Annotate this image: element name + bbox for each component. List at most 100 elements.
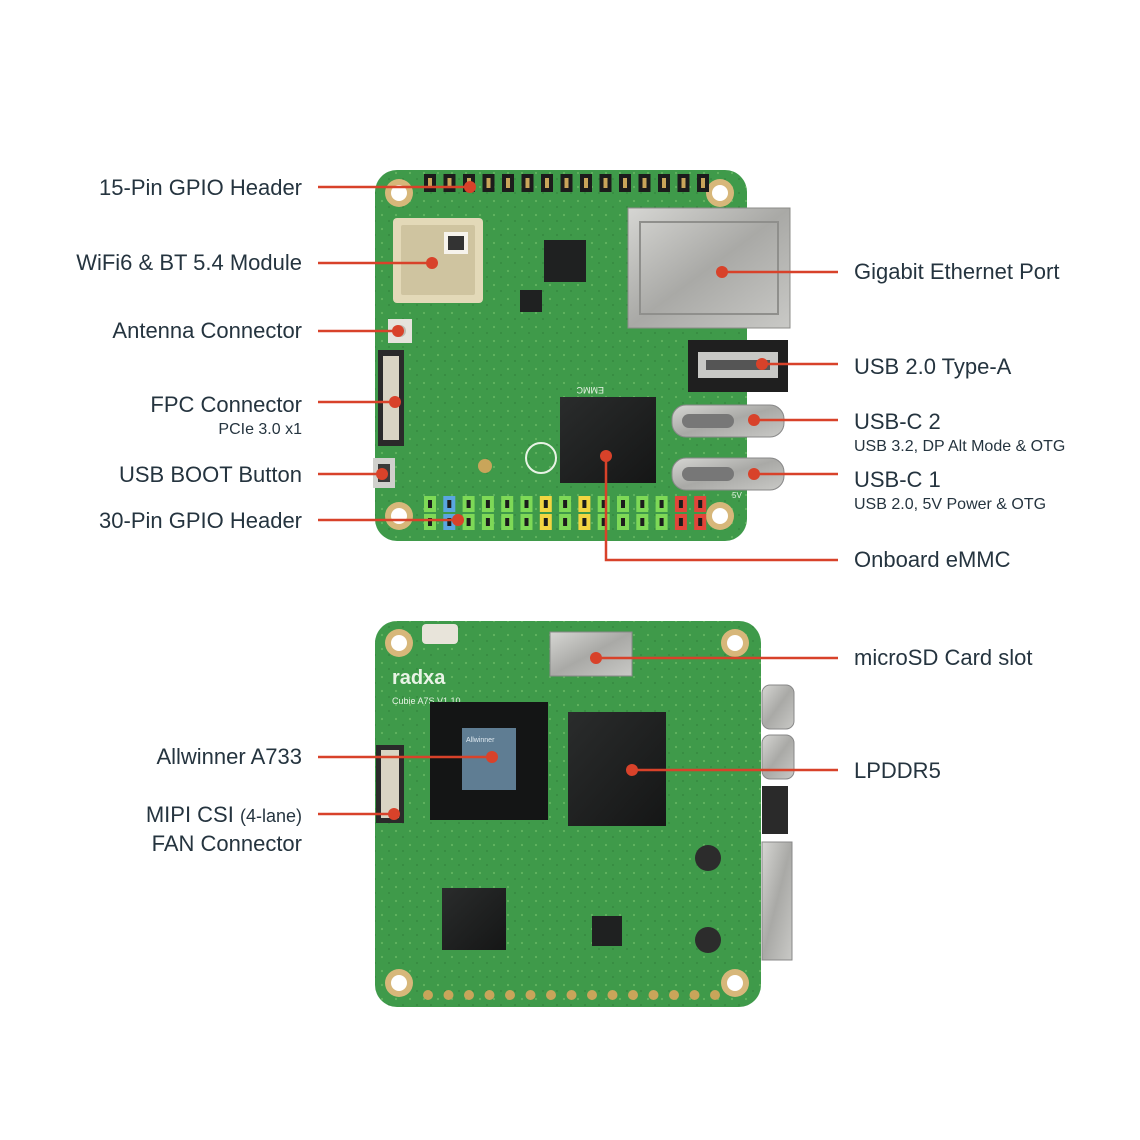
gpio-30-pin-contact (563, 518, 568, 526)
label-usb-c-1-sub: USB 2.0, 5V Power & OTG (854, 496, 1047, 513)
gpio-15-header (424, 174, 709, 192)
label-usb-c-1: USB-C 1 (854, 467, 941, 492)
usb-a-port (688, 340, 788, 392)
bottom-edge-pads (423, 990, 720, 1000)
label-mipi-lanes: (4-lane) (239, 806, 302, 826)
edge-pad (669, 990, 679, 1000)
gpio-30-pin-contact (601, 500, 606, 508)
gpio-30-pin-contact (524, 500, 529, 508)
bottom-board: radxa Cubie A7S V1.10 Allwinner (375, 621, 795, 1007)
edge-pad (648, 990, 659, 1000)
edge-pad (628, 990, 638, 1000)
gpio-15-pin-contact (564, 178, 569, 188)
gpio-30-pin-contact (621, 518, 625, 526)
edge-pad (423, 990, 433, 1000)
label-antenna-connector: Antenna Connector (112, 318, 302, 343)
label-usb-2-a: USB 2.0 Type-A (854, 354, 1012, 379)
gpio-15-pin-contact (428, 178, 432, 188)
gpio-30-pin-contact (543, 500, 548, 508)
small-chip-2 (520, 290, 542, 312)
label-fpc-sub: PCIe 3.0 x1 (218, 421, 302, 438)
ethernet-port (627, 207, 791, 329)
no-symbol (525, 442, 557, 474)
top-small-connector (422, 624, 458, 644)
gpio-30-pin-contact (485, 518, 490, 526)
gpio-30-pin-contact (640, 518, 645, 526)
mounting-holes-bottom (385, 629, 749, 997)
usb-c-2-port (671, 404, 785, 438)
gpio-30-pin-contact (485, 500, 490, 508)
gpio-15-pin-contact (506, 178, 510, 188)
label-soc: Allwinner A733 (156, 744, 302, 769)
gpio-30-pin-contact (524, 518, 529, 526)
top-board: EMMC 5V (373, 170, 791, 541)
label-microsd: microSD Card slot (854, 645, 1033, 670)
gpio-15-pin-contact (584, 178, 588, 188)
gpio-30-pin-contact (563, 500, 568, 508)
wifi-module (393, 218, 483, 303)
label-mipi-csi-text: MIPI CSI (145, 802, 234, 827)
edge-pad (566, 990, 577, 1000)
gpio-15-pin-contact (681, 178, 686, 188)
microsd-slot (549, 631, 633, 677)
label-usb-c-2: USB-C 2 (854, 409, 941, 434)
gpio-15-pin-contact (603, 178, 608, 188)
gpio-15-pin-contact (623, 178, 627, 188)
usb-c-1-port (671, 457, 785, 491)
edge-pad (525, 990, 536, 1000)
edge-pad (443, 990, 454, 1000)
edge-pad (710, 990, 720, 1000)
label-usb-boot: USB BOOT Button (118, 462, 302, 487)
gpio-15-pin-contact (545, 178, 549, 188)
gpio-30-pin-contact (659, 518, 664, 526)
edge-pad (484, 990, 495, 1000)
gpio-30-pin-contact (640, 500, 645, 508)
pin-5v-silk: 5V (732, 491, 742, 500)
brand-logo: radxa (392, 667, 446, 689)
gpio-15-pin-contact (447, 178, 452, 188)
soc-marking: Allwinner (466, 737, 495, 744)
gpio-15-pin-contact (701, 178, 705, 188)
gpio-30-pin-contact (621, 500, 625, 508)
gpio-30-pin-contact (698, 518, 703, 526)
gpio-30-pin-contact (659, 500, 664, 508)
label-emmc: Onboard eMMC (854, 547, 1011, 572)
leader-dots (376, 181, 768, 820)
gpio-30-pin-contact (543, 518, 548, 526)
gpio-30-pin-contact (466, 500, 471, 508)
label-gpio-30: 30-Pin GPIO Header (99, 508, 302, 533)
gpio-30-pin-contact (466, 518, 471, 526)
gpio-30-pin-contact (678, 518, 683, 526)
gpio-30-pin-contact (428, 518, 432, 526)
gpio-30-pin-contact (698, 500, 703, 508)
standoff-top (478, 459, 492, 473)
screw-2 (695, 927, 721, 953)
edge-pad (464, 990, 474, 1000)
gpio-30-pin-contact (582, 500, 587, 508)
gpio-15-pin-contact (486, 178, 491, 188)
edge-pad (689, 990, 700, 1000)
edge-pad (607, 990, 618, 1000)
gpio-30-pin-contact (447, 500, 452, 508)
gpio-30-pin-contact (505, 518, 510, 526)
small-chip (544, 240, 586, 282)
pmic-chip (442, 888, 506, 950)
edge-pad (587, 990, 597, 1000)
gpio-30-header (424, 496, 707, 530)
label-lpddr5: LPDDR5 (854, 758, 941, 783)
label-fan-connector: FAN Connector (151, 831, 302, 856)
emmc-silk: EMMC (576, 385, 604, 395)
label-wifi-module: WiFi6 & BT 5.4 Module (76, 250, 302, 275)
leader-lines (318, 185, 838, 816)
gpio-15-pin-contact (525, 178, 530, 188)
small-chip-b (592, 916, 622, 946)
edge-pad (505, 990, 515, 1000)
emmc-chip (560, 397, 656, 483)
gpio-15-pin-contact (662, 178, 666, 188)
label-gpio-15: 15-Pin GPIO Header (99, 175, 302, 200)
label-ethernet: Gigabit Ethernet Port (854, 259, 1060, 284)
gpio-15-pin-contact (642, 178, 647, 188)
gpio-30-pin-contact (582, 518, 587, 526)
bottom-right-ports (761, 684, 795, 961)
